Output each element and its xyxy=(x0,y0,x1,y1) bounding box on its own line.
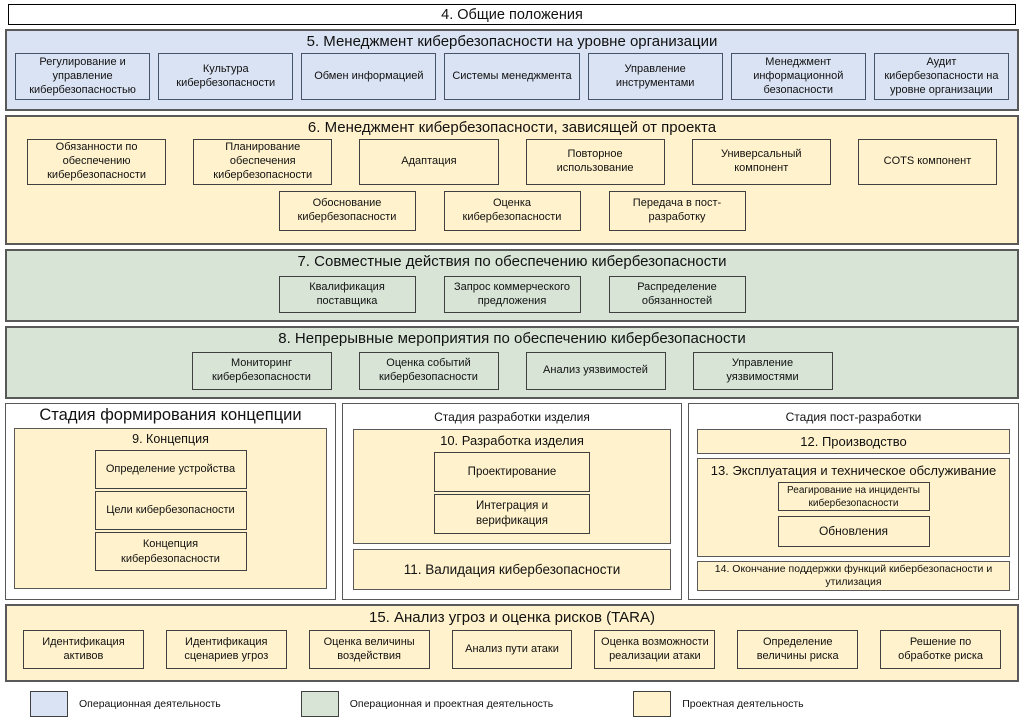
activity-box: Регулирование и управление кибербезопасн… xyxy=(15,53,151,101)
legend-label: Проектная деятельность xyxy=(682,698,804,710)
activity-box: Реагирование на инциденты кибербезопасно… xyxy=(777,482,930,511)
activity-box: Распределение обязанностей xyxy=(608,276,746,313)
activity-box: COTS компонент xyxy=(857,139,998,185)
activity-box: Квалификация поставщика xyxy=(278,276,416,313)
validation-bar: 11. Валидация кибербезопасности xyxy=(353,549,671,590)
activity-box: Концепция кибербезопасности xyxy=(94,532,247,571)
activity-box: Культура кибербезопасности xyxy=(158,53,294,101)
legend-item-project: Проектная деятельность xyxy=(633,691,804,717)
activity-box: Управление инструментами xyxy=(587,53,723,101)
legend-label: Операционная деятельность xyxy=(79,698,221,710)
activity-box: Анализ пути атаки xyxy=(451,630,573,669)
stage-concept: Стадия формирования концепции 9. Концепц… xyxy=(5,403,336,600)
activity-box: Оценка величины воздействия xyxy=(308,630,430,669)
activity-box: Оценка кибербезопасности xyxy=(443,191,581,231)
activity-box: Оценка событий кибербезопасности xyxy=(358,352,499,390)
activity-box: Системы менеджмента xyxy=(444,53,580,101)
section-title: 7. Совместные действия по обеспечению ки… xyxy=(297,253,727,270)
legend-label: Операционная и проектная деятельность xyxy=(349,698,554,710)
legend-swatch-operational-project xyxy=(300,691,339,717)
activity-box: Адаптация xyxy=(359,139,499,185)
activity-box: Передача в пост-разработку xyxy=(608,191,746,231)
section-continual-activities: 8. Непрерывные мероприятия по обеспечени… xyxy=(5,326,1019,399)
activity-box: Обязанности по обеспечению кибербезопасн… xyxy=(26,139,167,185)
activity-box: Идентификация активов xyxy=(23,630,144,669)
activity-box: Обоснование кибербезопасности xyxy=(278,191,416,231)
continual-activities-boxes: Мониторинг кибербезопасности Оценка событ… xyxy=(7,352,1017,390)
product-development-block-title: 10. Разработка изделия xyxy=(440,433,584,448)
project-management-boxes-row1: Обязанности по обеспечению кибербезопасн… xyxy=(7,139,1017,185)
end-of-support-bar: 14. Окончание поддержки функций кибербез… xyxy=(697,560,1010,591)
legend-swatch-operational xyxy=(30,691,68,717)
activity-box: Определение устройства xyxy=(94,450,247,489)
section-title: 6. Менеджмент кибербезопасности, зависящ… xyxy=(307,119,717,136)
lifecycle-stages-row: Стадия формирования концепции 9. Концепц… xyxy=(5,403,1019,600)
section-title: 5. Менеджмент кибербезопасности на уровн… xyxy=(306,33,718,50)
activity-box: Планирование обеспечения кибербезопаснос… xyxy=(193,139,333,185)
activity-box: Управление уязвимостями xyxy=(692,352,833,390)
activity-box: Интеграция и верификация xyxy=(434,494,590,534)
legend-item-operational-project: Операционная и проектная деятельность xyxy=(300,691,554,717)
activity-box: Универсальный компонент xyxy=(691,139,831,185)
operations-maintenance-boxes: Реагирование на инциденты кибербезопасно… xyxy=(698,482,1009,547)
section-org-cybersecurity-management: 5. Менеджмент кибербезопасности на уровн… xyxy=(5,29,1019,111)
operations-maintenance-block: 13. Эксплуатация и техническое обслужива… xyxy=(697,458,1010,557)
operations-maintenance-title: 13. Эксплуатация и техническое обслужива… xyxy=(710,463,997,478)
activity-box: Обновления xyxy=(777,516,930,547)
activity-box: Менеджмент информационной безопасности xyxy=(730,53,866,101)
distributed-activities-boxes: Квалификация поставщика Запрос коммерческ… xyxy=(7,276,1017,313)
stage-product-development: Стадия разработки изделия 10. Разработка… xyxy=(342,403,682,600)
activity-box: Решение по обработке риска xyxy=(880,630,1002,669)
org-management-boxes: Регулирование и управление кибербезопасн… xyxy=(7,53,1017,111)
activity-box: Определение величины риска xyxy=(737,630,859,669)
stage-title: Стадия пост-разработки xyxy=(785,410,922,424)
activity-box: Повторное использование xyxy=(525,139,665,185)
activity-box: Оценка возможности реализации атаки xyxy=(594,630,716,669)
section-tara: 15. Анализ угроз и оценка рисков (TARA) … xyxy=(5,604,1019,682)
activity-box: Идентификация сценариев угроз xyxy=(165,630,287,669)
general-provisions-title: 4. Общие положения xyxy=(441,6,583,23)
stage-post-development: Стадия пост-разработки 12. Производство … xyxy=(688,403,1019,600)
section-title: 8. Непрерывные мероприятия по обеспечени… xyxy=(278,330,746,347)
activity-box: Обмен информацией xyxy=(301,53,437,101)
stage-title: Стадия формирования концепции xyxy=(39,406,302,424)
activity-box: Мониторинг кибербезопасности xyxy=(191,352,332,390)
project-management-boxes-row2: Обоснование кибербезопасности Оценка кибе… xyxy=(7,191,1017,231)
activity-box: Цели кибербезопасности xyxy=(94,491,247,530)
stage-title: Стадия разработки изделия xyxy=(434,410,590,424)
activity-box: Проектирование xyxy=(434,452,590,492)
legend-item-operational: Операционная деятельность xyxy=(30,691,221,717)
general-provisions-bar: 4. Общие положения xyxy=(8,4,1016,25)
section-title: 15. Анализ угроз и оценка рисков (TARA) xyxy=(368,609,655,626)
activity-box: Запрос коммерческого предложения xyxy=(443,276,581,313)
section-project-dependent-management: 6. Менеджмент кибербезопасности, зависящ… xyxy=(5,115,1019,245)
legend: Операционная деятельность Операционная и… xyxy=(5,691,1019,717)
legend-swatch-project xyxy=(633,691,672,717)
production-bar: 12. Производство xyxy=(697,429,1010,454)
activity-box: Аудит кибербезопасности на уровне органи… xyxy=(873,53,1009,101)
tara-boxes: Идентификация активов Идентификация сцена… xyxy=(7,630,1017,669)
activity-box: Анализ уязвимостей xyxy=(525,352,666,390)
concept-block-title: 9. Концепция xyxy=(132,432,209,446)
section-distributed-activities: 7. Совместные действия по обеспечению ки… xyxy=(5,249,1019,322)
